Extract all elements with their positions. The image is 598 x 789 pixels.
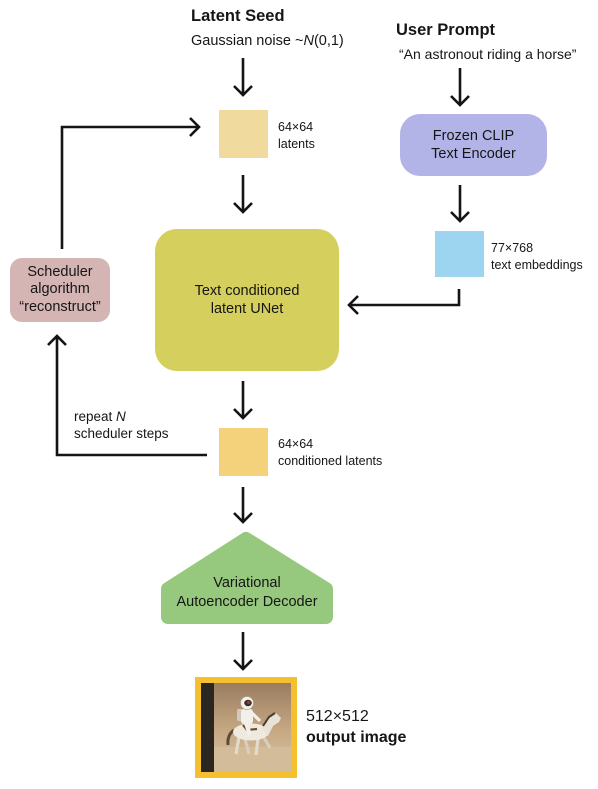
scheduler-line1: Scheduler [27,263,93,280]
vae-decoder-shape [161,532,333,624]
latents-block [219,110,268,158]
scheduler-box: Scheduler algorithm “reconstruct” [10,258,110,322]
latents-size: 64×64 [278,120,314,134]
vae-decoder-line2: Autoencoder Decoder [176,594,318,610]
arrow-head [233,85,253,97]
arrow-head [233,408,253,420]
arrow-conditioned-latents-to-vae [233,487,253,524]
latents-caption: latents [278,137,315,151]
arrow-head [233,659,253,671]
arrow-prompt-to-clip [450,68,470,107]
horse-neck-head [262,713,281,736]
arrow-latents-to-unet [233,175,253,214]
conditioned-latents-block [219,428,268,476]
arrow-head [47,334,67,346]
output-label: 512×512 output image [306,706,406,748]
arrow-conditioned-latents-to-scheduler [47,334,207,457]
noise-prefix: Gaussian noise ~ [191,33,304,49]
astronaut-visor-reflection [247,701,250,704]
arrow-shaft [60,125,199,249]
arrow-head [233,512,253,524]
text-embeddings-size: 77×768 [491,241,534,255]
arrow-head [450,211,470,223]
arrow-shaft [55,336,207,457]
unet-line2: latent UNet [210,301,284,317]
arrow-clip-to-embeddings [450,185,470,223]
output-size: 512×512 [306,708,369,725]
arrow-shaft [349,289,461,307]
output-caption: output image [306,729,407,746]
conditioned-latents-size: 64×64 [278,437,314,451]
arrow-head [233,202,253,214]
repeat-prefix: repeat [74,409,117,424]
unet-box: Text conditioned latent UNet [155,229,339,371]
latent-seed-subtitle: Gaussian noise ~N(0,1) [191,33,344,49]
user-prompt-title: User Prompt [396,21,496,39]
output-image-frame [195,677,297,778]
horse-tail [226,728,235,746]
arrow-head [450,95,470,107]
astronaut-shape [237,696,262,736]
conditioned-latents-caption: conditioned latents [278,454,383,468]
horse-leg [234,736,241,755]
noise-distribution-symbol: N [303,33,314,49]
astronaut-arm [250,711,262,723]
loop-line2: scheduler steps [74,426,169,441]
loop-annotation: repeat N scheduler steps [74,408,169,442]
vae-decoder-line1: Variational [213,575,281,591]
arrow-scheduler-to-latents [60,117,201,249]
noise-params: (0,1) [313,33,344,49]
clip-text-encoder-box: Frozen CLIP Text Encoder [400,114,547,176]
arrow-head [347,295,359,315]
scheduler-line3: “reconstruct” [19,298,101,315]
horse-leg [261,735,272,749]
astronaut-leg [244,722,252,736]
text-embeddings-label: 77×768 text embeddings [491,240,583,274]
clip-encoder-line2: Text Encoder [431,146,516,162]
arrow-vae-to-output [233,632,253,671]
text-embeddings-caption: text embeddings [491,258,583,272]
vae-decoder-label: Variational Autoencoder Decoder [161,574,333,612]
astronaut-torso [241,709,253,724]
output-image [201,683,291,772]
arrow-unet-to-conditioned-latents [233,381,253,420]
image-ground [214,747,291,772]
latent-seed-title: Latent Seed [191,7,285,25]
horse-leg [243,738,251,755]
scheduler-line2: algorithm [30,281,90,298]
arrow-head [189,117,201,137]
horse-mane [262,712,276,727]
repeat-count-symbol: N [116,409,126,424]
horse-leg [254,738,260,756]
user-prompt-text: “An astronout riding a horse” [399,46,577,62]
text-embeddings-block [435,231,484,277]
conditioned-latents-label: 64×64 conditioned latents [278,436,382,470]
arrow-embeddings-to-unet [347,289,461,315]
loop-line1: repeat N [74,408,169,425]
latents-label: 64×64 latents [278,119,315,153]
image-dark-edge [201,683,214,772]
arrow-seed-to-latents [233,58,253,97]
clip-encoder-line1: Frozen CLIP [432,128,515,144]
unet-line1: Text conditioned [194,283,300,299]
